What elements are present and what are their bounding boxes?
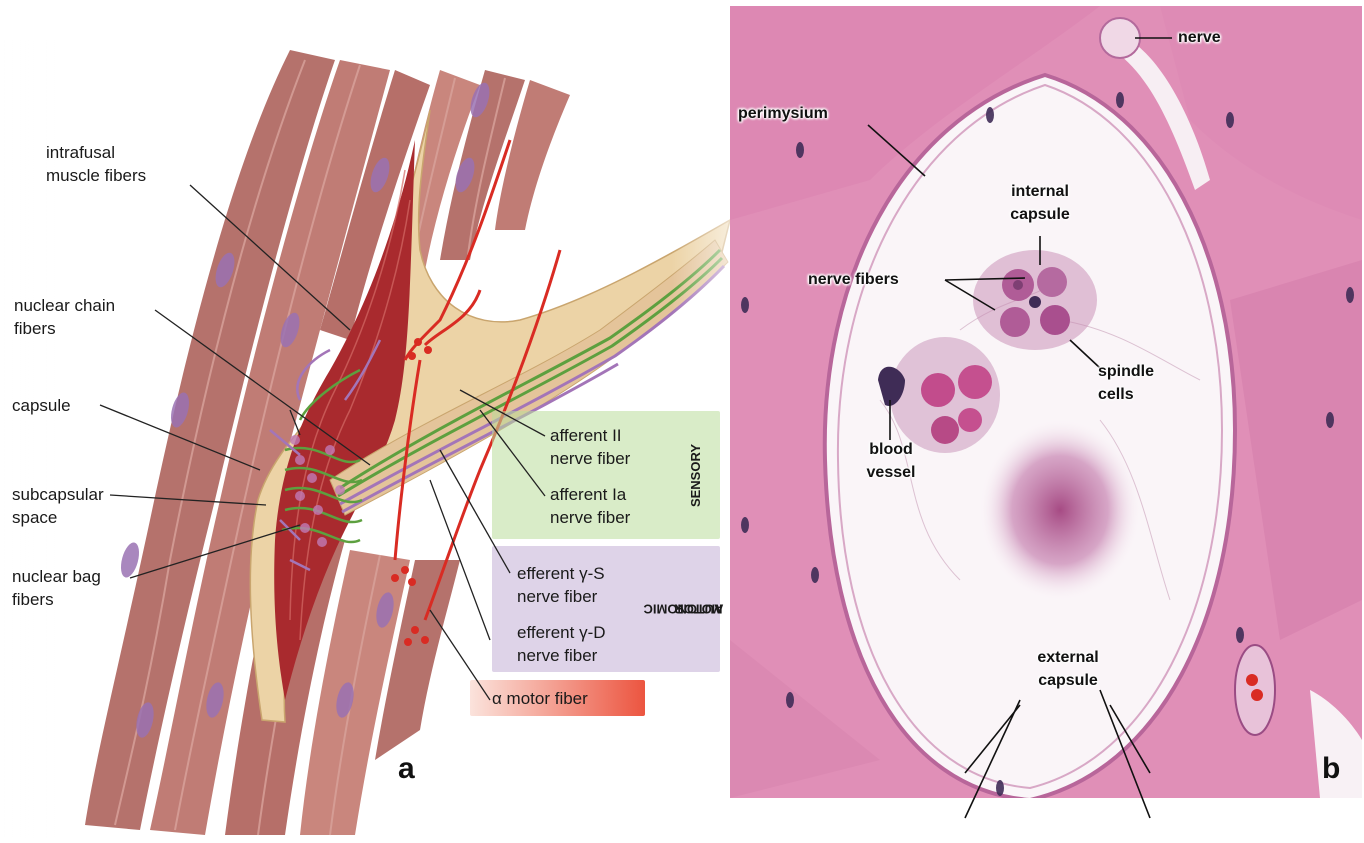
label-blood-vessel-line2: vessel: [846, 463, 936, 483]
label-spindle-cells-line2: cells: [1098, 385, 1134, 405]
label-nuclear-chain-line1: nuclear chain: [14, 295, 115, 316]
label-blood-vessel-line1: blood: [846, 440, 936, 460]
spindle-cells-cluster: [973, 250, 1097, 350]
label-internal-capsule-line1: internal: [995, 182, 1085, 202]
label-nuclear-bag-line2: fibers: [12, 589, 54, 610]
label-nuclear-chain-line2: fibers: [14, 318, 56, 339]
label-nerve: nerve: [1178, 28, 1221, 48]
label-external-capsule-line2: capsule: [1018, 671, 1118, 691]
panel-letter-b: b: [1322, 752, 1340, 786]
label-nuclear-bag-line1: nuclear bag: [12, 566, 101, 587]
label-intrafusal-line1: intrafusal: [46, 142, 115, 163]
panel-letter-a: a: [398, 752, 415, 786]
label-afferent-ii-line1: afferent II: [550, 425, 622, 446]
label-perimysium: perimysium: [738, 104, 828, 124]
label-afferent-ia-line2: nerve fiber: [550, 507, 630, 528]
label-subcapsular-line1: subcapsular: [12, 484, 104, 505]
label-capsule: capsule: [12, 395, 71, 416]
label-efferent-gs-line1: efferent γ-S: [517, 563, 605, 584]
label-afferent-ii-line2: nerve fiber: [550, 448, 630, 469]
label-nerve-fibers: nerve fibers: [808, 270, 899, 290]
label-afferent-ia-line1: afferent Ia: [550, 484, 626, 505]
label-subcapsular-line2: space: [12, 507, 57, 528]
label-intrafusal-line2: muscle fibers: [46, 165, 146, 186]
label-alpha-motor: α motor fiber: [492, 688, 588, 709]
label-efferent-gs-line2: nerve fiber: [517, 586, 597, 607]
label-efferent-gd-line1: efferent γ-D: [517, 622, 606, 643]
label-external-capsule-line1: external: [1018, 648, 1118, 668]
sensory-label: SENSORY: [676, 412, 716, 538]
label-internal-capsule-line2: capsule: [995, 205, 1085, 225]
label-spindle-cells-line1: spindle: [1098, 362, 1154, 382]
label-efferent-gd-line2: nerve fiber: [517, 645, 597, 666]
